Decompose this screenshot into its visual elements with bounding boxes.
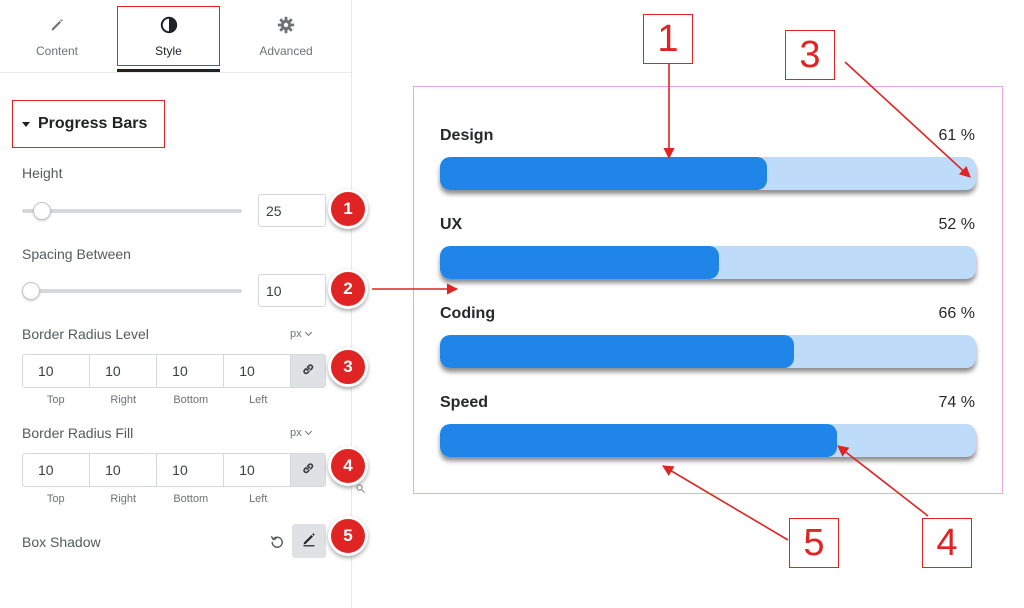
radius-fill-right-input[interactable]: 10 (90, 454, 158, 486)
radius-level-bottom-input[interactable]: 10 (157, 355, 225, 387)
gear-icon (277, 15, 295, 35)
spacing-slider-handle[interactable] (21, 282, 40, 300)
link-icon (301, 362, 315, 381)
border-radius-level-side-labels: Top Right Bottom Left (22, 394, 292, 406)
spacing-input[interactable]: 10 (258, 274, 326, 307)
radius-level-right-input[interactable]: 10 (90, 355, 158, 387)
side-label-left: Left (249, 394, 268, 406)
side-label-bottom: Bottom (173, 493, 209, 505)
height-slider-handle[interactable] (32, 202, 51, 220)
style-panel: Content Style (0, 0, 368, 608)
progress-fill-ux (440, 246, 719, 279)
box-shadow-edit-button[interactable] (292, 524, 326, 558)
link-values-button[interactable] (291, 355, 326, 387)
bar-percent-coding: 66 % (938, 305, 975, 322)
link-values-button[interactable] (291, 454, 326, 486)
border-radius-fill-inputs: 10 10 10 10 (22, 453, 326, 487)
tab-style[interactable]: Style (117, 0, 220, 73)
pencil-icon (301, 531, 317, 552)
bar-percent-design: 61 % (938, 127, 975, 144)
tab-content-label: Content (35, 44, 79, 58)
side-label-right: Right (110, 394, 137, 406)
badge-3: 3 (328, 347, 368, 387)
progress-bar-ux (440, 246, 976, 279)
border-radius-level-label: Border Radius Level (22, 326, 149, 342)
height-slider[interactable] (22, 209, 242, 213)
radius-fill-top-input[interactable]: 10 (23, 454, 91, 486)
spacing-between-label: Spacing Between (22, 246, 131, 262)
progress-fill-coding (440, 335, 794, 368)
callout-5: 5 (789, 518, 839, 568)
search-icon (356, 484, 365, 493)
badge-4: 4 (328, 446, 368, 486)
bar-label-coding: Coding (440, 305, 496, 322)
progress-fill-design (440, 157, 767, 190)
active-tab-indicator (117, 69, 220, 72)
section-title: Progress Bars (38, 115, 148, 132)
bar-label-ux: UX (440, 216, 463, 233)
border-radius-fill-unit-select[interactable]: px (290, 427, 312, 439)
bar-percent-speed: 74 % (938, 394, 975, 411)
progress-bar-design (440, 157, 976, 190)
radius-level-top-input[interactable]: 10 (23, 355, 91, 387)
border-radius-level-unit-select[interactable]: px (290, 328, 312, 340)
box-shadow-label: Box Shadow (22, 534, 101, 550)
badge-1: 1 (328, 189, 368, 229)
side-label-right: Right (110, 493, 137, 505)
border-radius-level-inputs: 10 10 10 10 (22, 354, 326, 388)
link-icon (301, 461, 315, 480)
progress-fill-speed (440, 424, 837, 457)
side-label-bottom: Bottom (173, 394, 209, 406)
callout-4: 4 (922, 518, 972, 568)
unit-label: px (290, 328, 302, 340)
half-circle-icon (160, 15, 178, 35)
tab-advanced[interactable]: Advanced (236, 0, 336, 73)
bar-percent-ux: 52 % (938, 216, 975, 233)
chevron-down-icon (304, 328, 312, 337)
progress-bar-speed (440, 424, 976, 457)
side-label-left: Left (249, 493, 268, 505)
bar-label-design: Design (440, 127, 494, 144)
pencil-icon (49, 15, 65, 35)
chevron-down-icon (304, 427, 312, 436)
badge-2: 2 (328, 269, 368, 309)
tab-style-label: Style (155, 44, 182, 58)
tab-content[interactable]: Content (12, 0, 102, 73)
side-label-top: Top (46, 493, 65, 505)
unit-label: px (290, 427, 302, 439)
callout-3: 3 (785, 30, 835, 80)
height-input[interactable]: 25 (258, 194, 326, 227)
border-radius-fill-side-labels: Top Right Bottom Left (22, 493, 292, 505)
panel-tabs: Content Style (0, 0, 352, 73)
progress-bar-coding (440, 335, 976, 368)
callout-1: 1 (643, 14, 693, 64)
radius-fill-bottom-input[interactable]: 10 (157, 454, 225, 486)
radius-level-left-input[interactable]: 10 (224, 355, 292, 387)
caret-down-icon (22, 121, 30, 127)
radius-fill-left-input[interactable]: 10 (224, 454, 292, 486)
side-label-top: Top (46, 394, 65, 406)
spacing-slider[interactable] (22, 289, 242, 293)
border-radius-fill-label: Border Radius Fill (22, 425, 134, 441)
tab-advanced-label: Advanced (259, 44, 313, 58)
height-label: Height (22, 165, 63, 181)
style-tab-highlight (117, 6, 220, 66)
bar-label-speed: Speed (440, 394, 489, 411)
badge-5: 5 (328, 516, 368, 556)
section-progress-bars-toggle[interactable]: Progress Bars (12, 100, 165, 148)
reset-icon[interactable] (268, 533, 286, 551)
